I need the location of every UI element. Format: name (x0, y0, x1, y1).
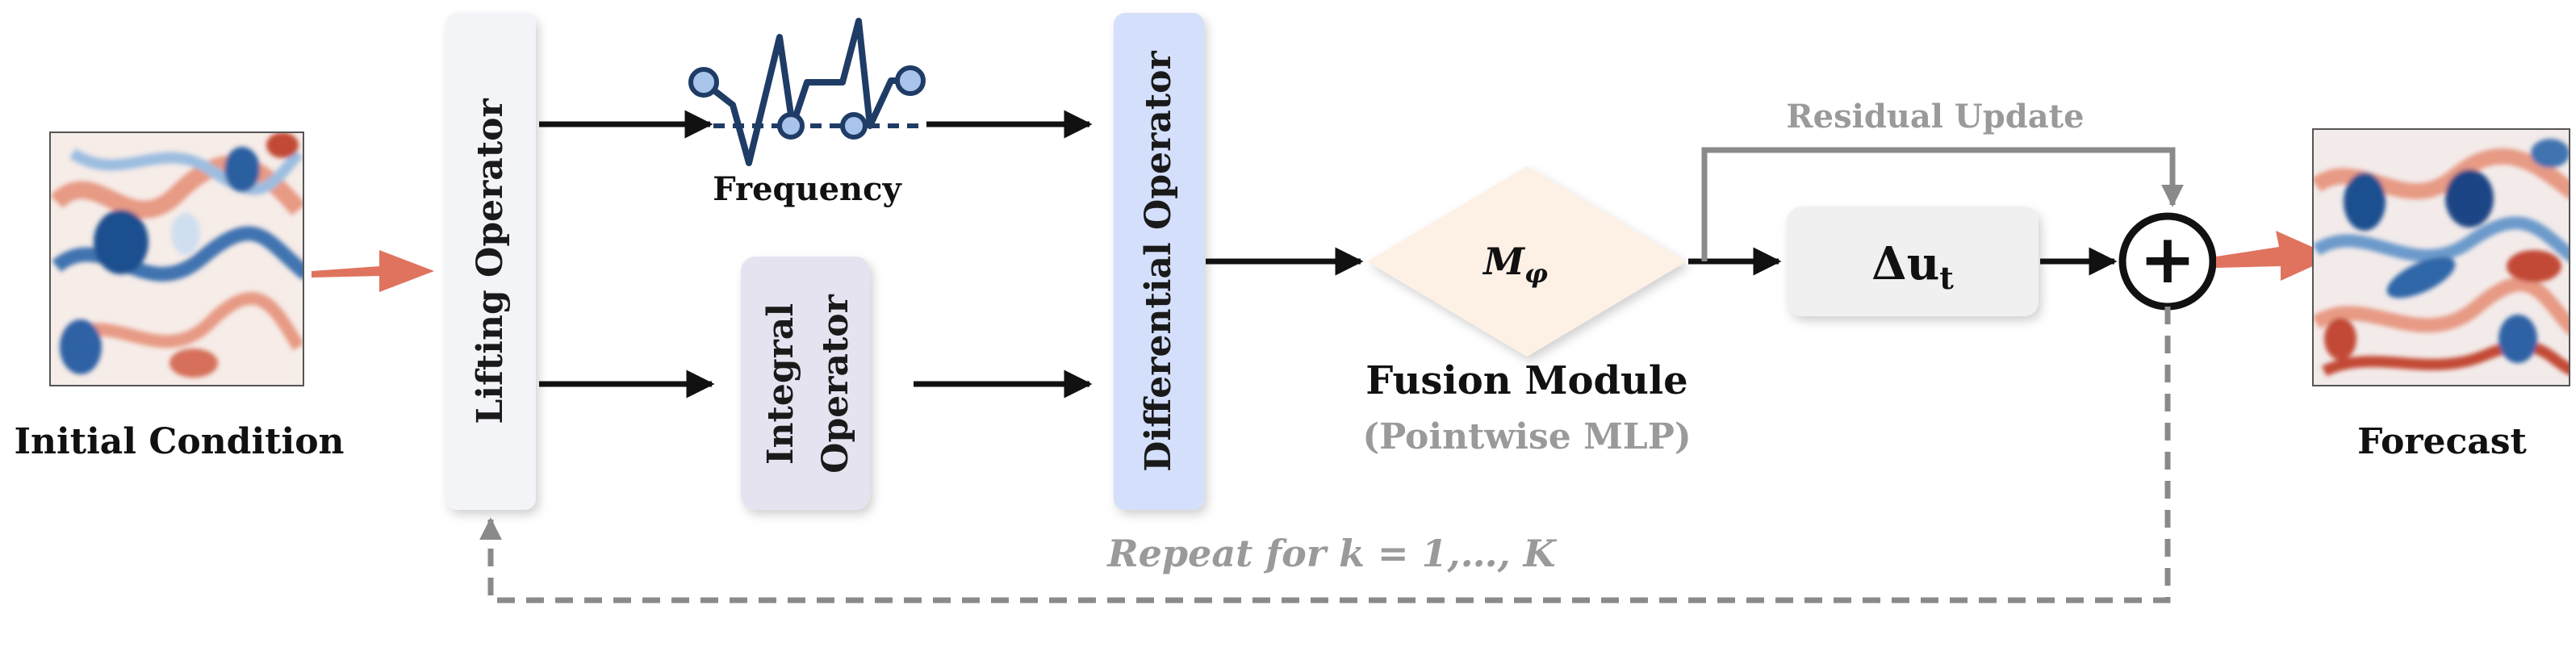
residual-update-label: Residual Update (1786, 98, 2084, 136)
repeat-note-label: Repeat for k = 1,…, K (1106, 532, 1557, 575)
lifting-operator-block (445, 13, 536, 510)
differential-operator-label: Differential Operator (1138, 51, 1179, 472)
delta-u-block (1787, 207, 2039, 316)
input-arrow (312, 250, 434, 292)
initial-condition-image (49, 132, 304, 386)
sum-symbol: + (2139, 219, 2196, 299)
lifting-operator-label: Lifting Operator (470, 98, 511, 424)
integral-operator-label-line2: Operator (815, 294, 856, 473)
fusion-symbol-main: M (1482, 240, 1526, 283)
forecast-image (2312, 128, 2570, 386)
fusion-module-diamond (1367, 166, 1687, 357)
repeat-loop-arrow (479, 307, 2171, 603)
delta-u-subscript: t (1939, 260, 1954, 296)
delta-u-label: Δut (1871, 237, 1954, 296)
fusion-module-sublabel: (Pointwise MLP) (1362, 416, 1691, 457)
integral-operator-label-line1: Integral (760, 303, 801, 465)
delta-u-main: Δu (1871, 237, 1939, 290)
residual-update-arrow (1701, 147, 2184, 261)
fusion-symbol: Mφ (1482, 240, 1548, 289)
fusion-symbol-subscript: φ (1524, 258, 1548, 289)
output-arrow (2216, 231, 2334, 281)
differential-operator-block (1114, 13, 1204, 510)
forecast-label: Forecast (2357, 421, 2527, 462)
integral-operator-block (741, 257, 870, 510)
frequency-label: Frequency (713, 170, 902, 208)
initial-condition-label: Initial Condition (14, 421, 344, 462)
fusion-module-label: Fusion Module (1365, 358, 1687, 403)
frequency-icon (688, 18, 926, 166)
